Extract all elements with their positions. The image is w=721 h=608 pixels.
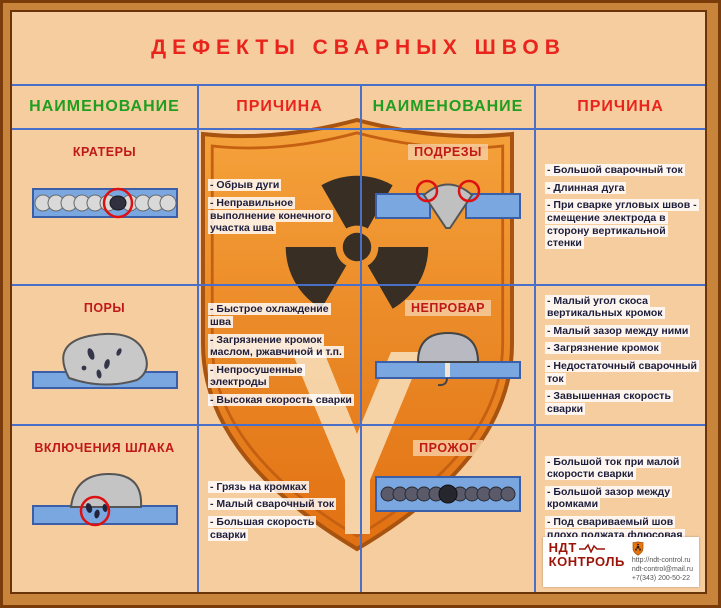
cause-item: - Большой зазор между кромками	[545, 485, 699, 511]
cause-cell-podrezy: - Большой сварочный ток - Длинная дуга -…	[536, 130, 705, 286]
cause-cell-shlak: - Грязь на кромках - Малый сварочный ток…	[199, 426, 362, 592]
cause-text: - Высокая скорость сварки	[208, 393, 354, 406]
page-title: ДЕФЕКТЫ СВАРНЫХ ШВОВ	[151, 36, 566, 59]
cause-text: - Обрыв дуги	[208, 179, 282, 192]
cause-text: - Малый угол скоса вертикальных кромок	[545, 294, 665, 320]
cause-text: - Загрязнение кромок	[545, 342, 661, 355]
cause-cell-pory: - Быстрое охлаждение шва - Загрязнение к…	[199, 286, 362, 426]
cause-item: - Обрыв дуги	[208, 179, 354, 192]
cause-text: - Завышенная скорость сварки	[545, 390, 673, 415]
defect-name-shlak: ВКЛЮЧЕНИЯ ШЛАКА	[28, 440, 181, 456]
cause-item: - Загрязнение кромок	[545, 342, 699, 355]
prozhog-illustration	[375, 476, 521, 512]
pory-illustration	[31, 332, 178, 389]
defects-table: НАИМЕНОВАНИЕ ПРИЧИНА НАИМЕНОВАНИЕ ПРИЧИН…	[12, 84, 705, 592]
defect-name-pory: ПОРЫ	[77, 300, 132, 316]
defect-name-prozhog: ПРОЖОГ	[413, 440, 483, 456]
contact-block: http://ndt-control.ru ndt-control@mail.r…	[632, 541, 693, 583]
brand-name-bottom: КОНТРОЛЬ	[548, 553, 625, 569]
cause-item: - Непросушенные электроды	[208, 363, 354, 389]
header-name-left: НАИМЕНОВАНИЕ	[12, 86, 199, 130]
defect-cell-kratery: КРАТЕРЫ	[12, 130, 199, 286]
cause-item: - Загрязнение кромок маслом, ржавчиной и…	[208, 333, 354, 359]
cause-item: - Недостаточный сварочный ток	[545, 360, 699, 385]
cause-text: - Большой ток при малой скорости сварки	[545, 455, 682, 481]
cause-cell-neprovar: - Малый угол скоса вертикальных кромок -…	[536, 286, 705, 426]
contact-phone: +7(343) 200-50-22	[631, 574, 690, 582]
cause-item: - Завышенная скорость сварки	[545, 390, 699, 415]
cause-item: - Грязь на кромках	[208, 480, 354, 494]
cause-text: - Непросушенные электроды	[208, 363, 305, 389]
pulse-line-icon	[578, 543, 605, 553]
brand: НДТ КОНТРОЛЬ	[549, 541, 625, 568]
defect-cell-shlak: ВКЛЮЧЕНИЯ ШЛАКА	[12, 426, 199, 592]
defect-name-kratery: КРАТЕРЫ	[66, 144, 143, 160]
defect-cell-podrezy: ПОДРЕЗЫ	[362, 130, 536, 286]
header-cause-left: ПРИЧИНА	[199, 86, 362, 130]
cause-item: - Большой ток при малой скорости сварки	[545, 455, 699, 481]
cause-text: - Быстрое охлаждение шва	[208, 303, 331, 329]
cause-text: - Большая скорость сварки	[208, 516, 317, 541]
cause-text: - Загрязнение кромок маслом, ржавчиной и…	[208, 333, 344, 359]
cause-item: - Малый сварочный ток	[208, 498, 354, 511]
neprovar-illustration	[375, 331, 521, 387]
defect-name-podrezy: ПОДРЕЗЫ	[408, 144, 488, 160]
cause-text: - Малый сварочный ток	[208, 498, 337, 511]
defect-cell-pory: ПОРЫ	[12, 286, 199, 426]
cause-item: - При сварке угловых швов - смещение эле…	[545, 199, 699, 250]
cause-text: - Большой зазор между кромками	[545, 485, 673, 511]
header-name-right: НАИМЕНОВАНИЕ	[362, 86, 536, 130]
mini-shield-icon	[632, 541, 644, 556]
cause-cell-kratery: - Обрыв дуги - Неправильное выполнение к…	[199, 130, 362, 286]
cause-item: - Высокая скорость сварки	[208, 393, 354, 407]
defect-name-neprovar: НЕПРОВАР	[404, 300, 491, 316]
cause-text: - Большой сварочный ток	[545, 164, 685, 177]
shlak-illustration	[31, 472, 178, 527]
cause-item: - Быстрое охлаждение шва	[208, 303, 354, 329]
header-cause-right: ПРИЧИНА	[536, 86, 705, 130]
ndt-control-logo-block: НДТ КОНТРОЛЬ http://ndt-control.ru ndt-c…	[542, 536, 699, 587]
cause-item: - Неправильное выполнение конечного учас…	[208, 196, 354, 235]
cause-text: - Малый зазор между ними	[545, 324, 691, 337]
contact-site[interactable]: http://ndt-control.ru	[631, 556, 691, 564]
cause-text: - Длинная дуга	[545, 181, 627, 194]
cause-text: - Недостаточный сварочный ток	[545, 360, 699, 385]
cause-item: - Малый зазор между ними	[545, 324, 699, 338]
cause-item: - Большой сварочный ток	[545, 164, 699, 177]
brand-name-top: НДТ	[548, 539, 577, 555]
podrezy-illustration	[375, 179, 521, 229]
defect-cell-prozhog: ПРОЖОГ	[362, 426, 536, 592]
cause-text: - Неправильное выполнение конечного учас…	[208, 196, 334, 235]
kratery-illustration	[31, 187, 178, 219]
brand-top-row: НДТ	[549, 541, 625, 555]
defect-cell-neprovar: НЕПРОВАР	[362, 286, 536, 426]
cause-item: - Малый угол скоса вертикальных кромок	[545, 294, 699, 320]
cause-text: - Грязь на кромках	[208, 480, 309, 493]
poster-inner: ДЕФЕКТЫ СВАРНЫХ ШВОВ НАИМЕНОВАНИЕ ПРИЧИН…	[10, 10, 707, 594]
cause-text: - При сварке угловых швов - смещение эле…	[545, 199, 699, 250]
contact-email[interactable]: ndt-control@mail.ru	[631, 565, 693, 573]
cause-item: - Длинная дуга	[545, 181, 699, 195]
cause-item: - Большая скорость сварки	[208, 516, 354, 541]
